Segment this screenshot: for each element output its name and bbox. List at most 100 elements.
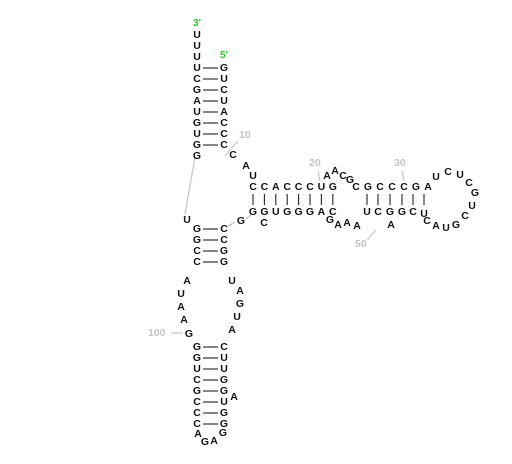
acceptor-3prime-nt-11: G xyxy=(193,139,201,151)
position-label-20: 20 xyxy=(309,157,321,169)
interior-left-nt-5: G xyxy=(185,328,193,340)
stem2-left-nt-4: C xyxy=(193,256,201,268)
arm-bottom-loop-nt-1: G xyxy=(326,214,334,226)
acceptor-5prime-nt-6: C xyxy=(220,117,228,129)
arm-top-right-nt-4: C xyxy=(388,181,396,193)
arm-bottom-nt-3: U xyxy=(272,206,280,218)
interior-left-nt-2: U xyxy=(177,288,185,300)
leader-stem2 xyxy=(227,221,236,227)
hairpin-loop-nt-1: U xyxy=(432,171,440,183)
arm-bottom-right-nt-5: C xyxy=(409,206,417,218)
arm-top-nt-1: C xyxy=(249,181,257,193)
stem3-left-nt-8: C xyxy=(193,418,201,430)
hairpin-loop-nt-9: U xyxy=(442,222,450,234)
arm-top-nt-6: C xyxy=(306,181,314,193)
stem2-right-nt-1: C xyxy=(220,223,228,235)
arm-bottom-loop-nt-3: A xyxy=(343,217,351,229)
stem3-right-nt-8: G xyxy=(220,418,228,430)
junction-g-nt: G xyxy=(237,215,245,227)
arm-bottom-right-nt-4: G xyxy=(398,206,406,218)
leader-junction-g xyxy=(245,213,253,220)
leader-position-30 xyxy=(401,170,405,182)
acceptor-3prime-nt-4: U xyxy=(193,62,201,74)
acceptor-3prime-nt-6: G xyxy=(193,84,201,96)
acceptor-3prime-nt-7: A xyxy=(193,95,201,107)
junction-u-nt: U xyxy=(183,214,191,226)
arm-top-right-nt-6: G xyxy=(412,181,420,193)
acceptor-5prime-nt-4: U xyxy=(220,95,228,107)
position-label-10: 10 xyxy=(239,129,251,141)
hairpin-loop-nt-6: U xyxy=(468,200,476,212)
acceptor-3prime-nt-10: U xyxy=(193,128,201,140)
base-pair-bonds xyxy=(203,67,425,425)
arm-bottom-nt-8: C xyxy=(329,206,337,218)
acceptor-3prime-nt-8: U xyxy=(193,106,201,118)
interior-left-nt-1: A xyxy=(183,275,191,287)
stem3-left-nt-3: U xyxy=(193,363,201,375)
stem3-left-nt-5: G xyxy=(193,385,201,397)
arm-top-nt-3: A xyxy=(272,181,280,193)
three-prime-end-label: 3' xyxy=(193,18,201,29)
hairpin-loop-nt-2: C xyxy=(444,166,452,178)
interior-left-nt-3: A xyxy=(177,301,185,313)
stem3-left-nt-4: C xyxy=(193,374,201,386)
position-label-50: 50 xyxy=(355,238,367,250)
arm-bottom-loop-nt-5: A xyxy=(387,219,395,231)
five-prime-end-label: 5' xyxy=(220,50,228,61)
hairpin-loop-nt-11: C xyxy=(423,215,431,227)
hairpin-loop-nt-7: C xyxy=(461,210,469,222)
arm-top-loop-nt-1: A xyxy=(323,170,331,182)
arm-bottom-loop-nt-4: A xyxy=(353,220,361,232)
connector-10-nt-3: U xyxy=(249,170,257,182)
hairpin-loop-nt-10: A xyxy=(432,220,440,232)
arm-bottom-right-nt-1: U xyxy=(363,206,371,218)
stem2-right-nt-4: G xyxy=(220,256,228,268)
acceptor-5prime-nt-7: C xyxy=(220,128,228,140)
arm-bottom-bulge-nt: C xyxy=(260,217,268,229)
acceptor-3prime-nt-5: C xyxy=(193,73,201,85)
acceptor-3prime-nt-9: G xyxy=(193,117,201,129)
stem3-left-nt-2: G xyxy=(193,352,201,364)
interior-right-nt-5: A xyxy=(228,324,236,336)
leader-3prime-to-junction xyxy=(184,156,196,215)
position-label-100: 100 xyxy=(148,327,166,339)
arm-bottom-right-nt-6: U xyxy=(420,208,428,220)
stem2-left-nt-1: G xyxy=(193,223,201,235)
arm-bottom-right-nt-2: C xyxy=(374,206,382,218)
arm-top-nt-7: U xyxy=(318,181,326,193)
hairpin-loop-nt-5: G xyxy=(471,187,479,199)
arm-bottom-nt-1: G xyxy=(249,206,257,218)
stem3-left-nt-6: C xyxy=(193,396,201,408)
arm-top-right-nt-3: C xyxy=(376,181,384,193)
interior-left-nt-4: A xyxy=(180,314,188,326)
hairpin-loop-nt-8: G xyxy=(452,219,460,231)
stem3-right-nt-1: C xyxy=(220,341,228,353)
leader-position-20 xyxy=(317,170,321,182)
stem3-right-nt-4: G xyxy=(220,374,228,386)
stem3-bulge-nt: A xyxy=(230,391,238,403)
acceptor-5prime-nt-1: G xyxy=(220,62,228,74)
arm-top-loop-nt-2: A xyxy=(331,165,339,177)
arm-top-right-nt-7: A xyxy=(424,181,432,193)
position-label-30: 30 xyxy=(394,157,406,169)
position-leader-lines xyxy=(171,140,405,334)
arm-top-nt-8: G xyxy=(329,181,337,193)
connector-10-nt-1: C xyxy=(229,149,237,161)
stem2-left-nt-2: G xyxy=(193,234,201,246)
arm-top-nt-5: C xyxy=(295,181,303,193)
interior-right-nt-1: U xyxy=(228,275,236,287)
acceptor-5prime-nt-8: C xyxy=(220,139,228,151)
terminal-loop-nt-2: G xyxy=(201,436,209,448)
stem2-right-nt-2: C xyxy=(220,234,228,246)
acceptor-5prime-nt-2: U xyxy=(220,73,228,85)
arm-bottom-nt-7: A xyxy=(318,206,326,218)
arm-top-nt-2: C xyxy=(261,181,269,193)
stem2-left-nt-3: C xyxy=(193,245,201,257)
stem3-right-nt-3: U xyxy=(220,363,228,375)
arm-bottom-right-nt-3: G xyxy=(386,206,394,218)
arm-top-nt-4: C xyxy=(283,181,291,193)
interior-right-nt-2: A xyxy=(236,285,244,297)
arm-bottom-nt-6: G xyxy=(306,206,314,218)
stem3-right-nt-5: G xyxy=(220,385,228,397)
